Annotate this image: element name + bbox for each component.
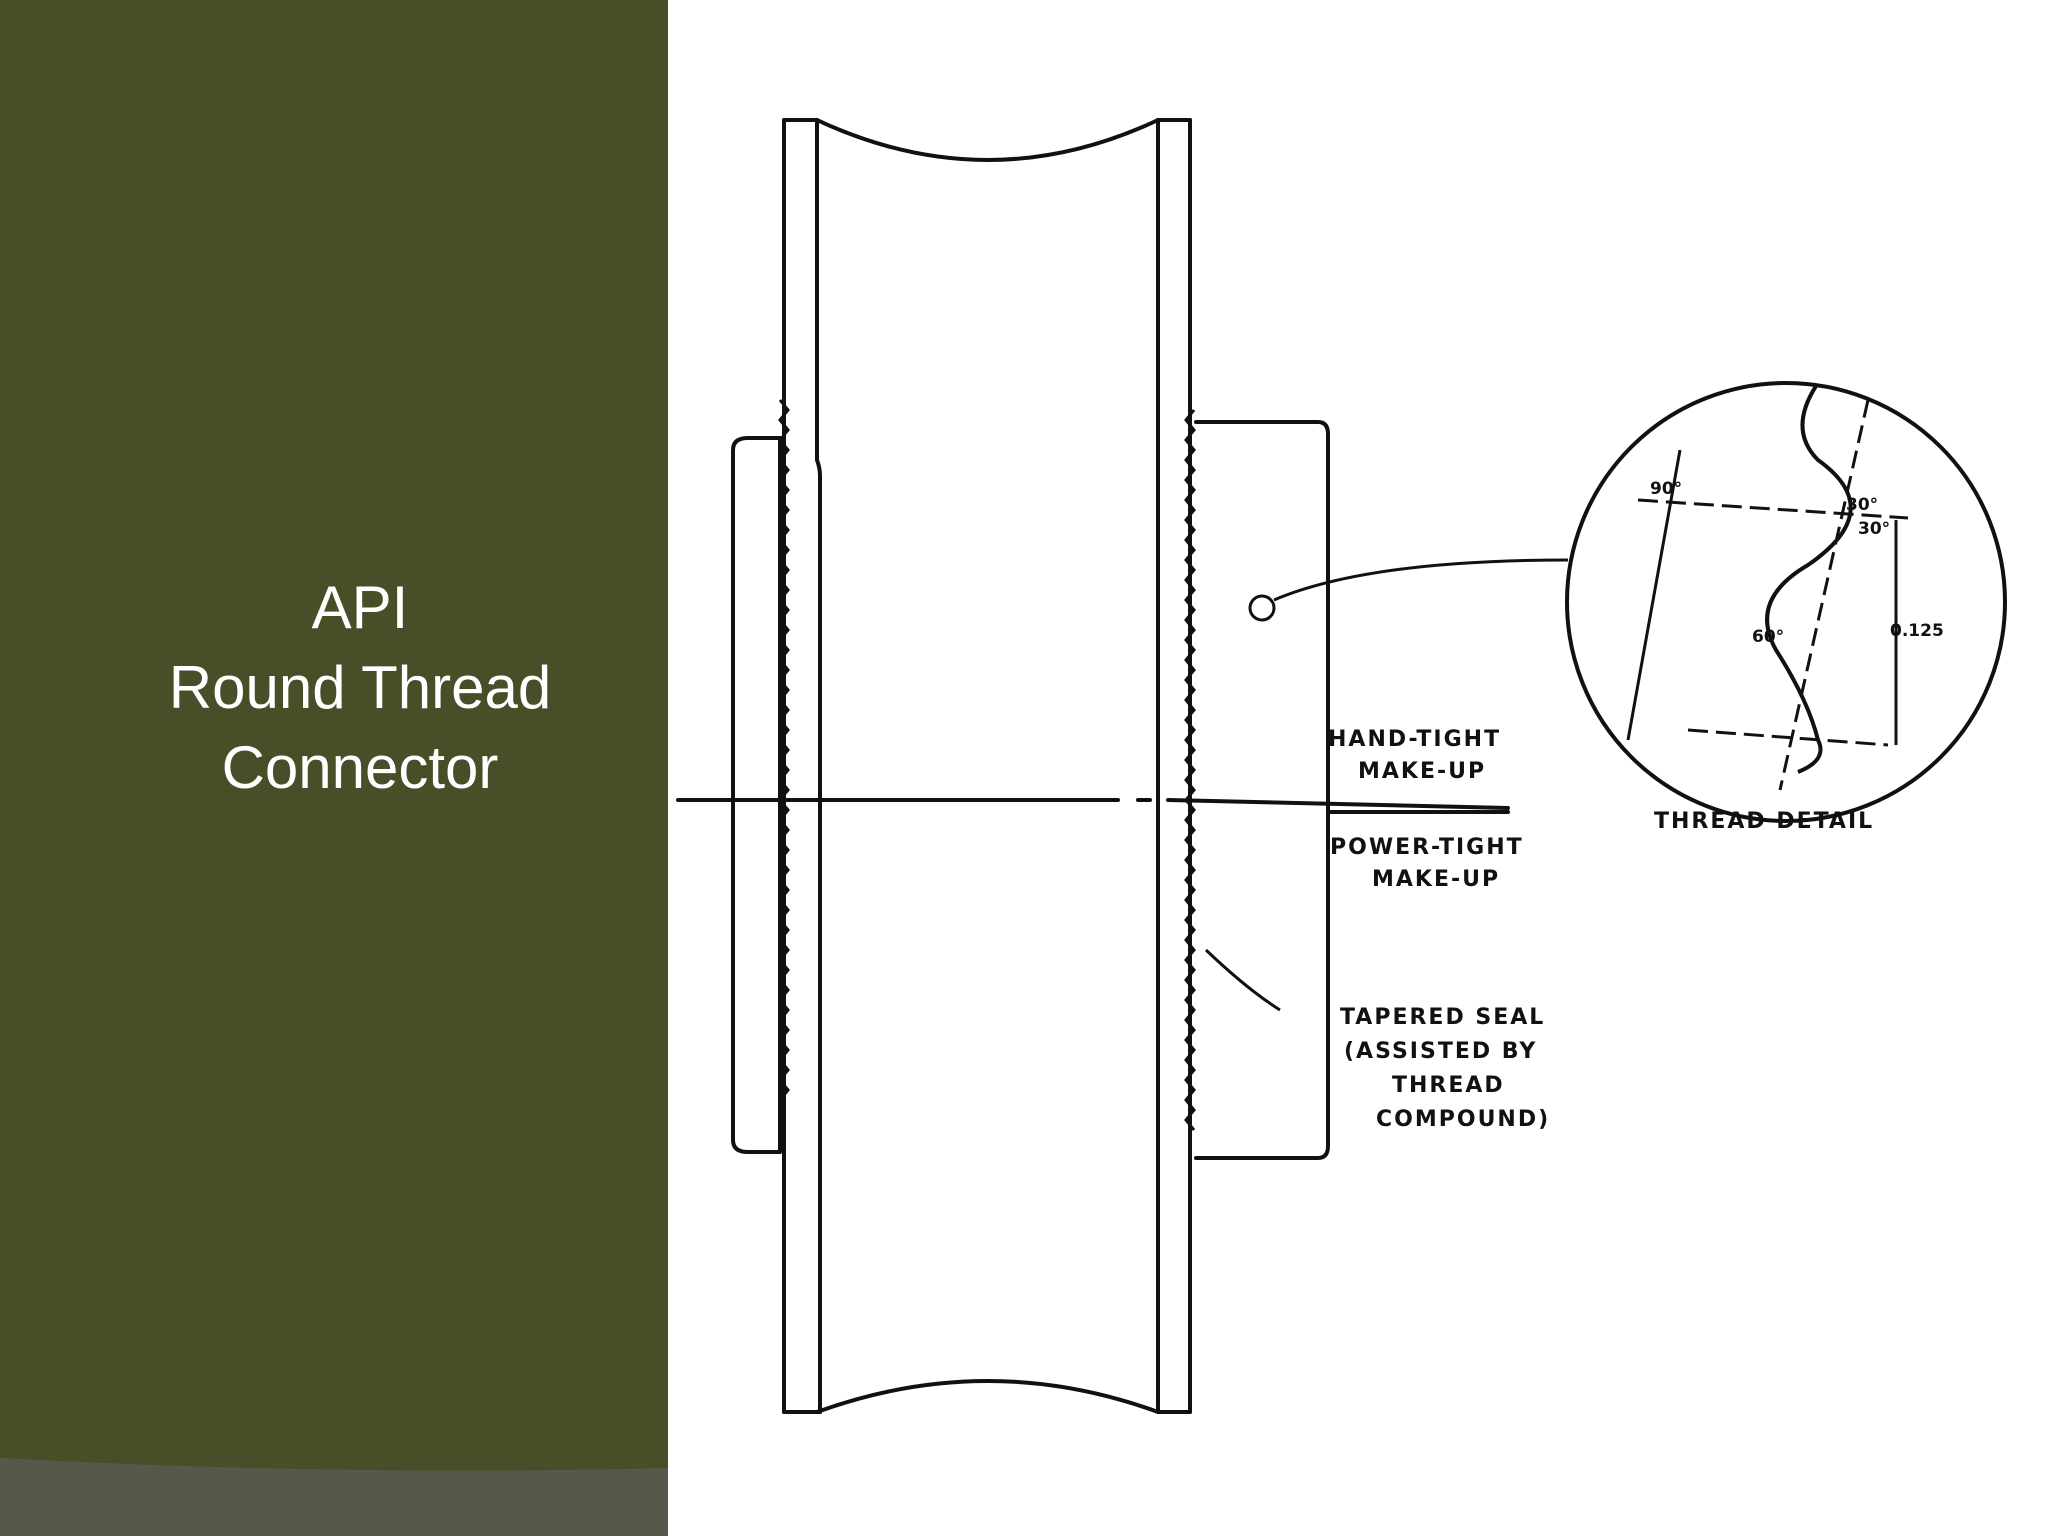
slide-title: API Round Thread Connector	[40, 568, 668, 808]
hand-tight-label-1: HAND-TIGHT	[1328, 727, 1501, 752]
title-panel: API Round Thread Connector	[0, 0, 668, 1536]
tapered-seal-label-4: COMPOUND)	[1376, 1107, 1550, 1132]
detail-angle-30-bottom: 30°	[1858, 519, 1890, 539]
title-line-2: Round Thread	[168, 654, 552, 721]
right-threads	[1184, 409, 1196, 1131]
detail-callout	[1248, 558, 1569, 622]
panel-floor	[0, 1458, 668, 1536]
power-tight-label-2: MAKE-UP	[1372, 867, 1500, 892]
detail-angle-30-top: 30°	[1846, 495, 1878, 515]
right-coupling	[1194, 420, 1330, 1160]
thread-detail-caption: THREAD DETAIL	[1654, 809, 1874, 834]
detail-angle-60: 60°	[1752, 627, 1784, 647]
left-threads	[778, 399, 790, 1101]
tapered-seal-label-2: (ASSISTED BY	[1344, 1039, 1537, 1064]
title-line-1: API	[311, 574, 409, 641]
pipe-body	[782, 118, 1192, 1414]
seal-leader	[1204, 948, 1281, 1012]
detail-dimension: 0.125	[1890, 621, 1944, 641]
title-line-3: Connector	[221, 734, 499, 801]
tapered-seal-label-3: THREAD	[1392, 1073, 1505, 1098]
tapered-seal-label-1: TAPERED SEAL	[1340, 1005, 1545, 1030]
make-up-line	[676, 798, 1510, 810]
left-coupling	[731, 436, 782, 1154]
hand-tight-label-2: MAKE-UP	[1358, 759, 1486, 784]
power-tight-label-1: POWER-TIGHT	[1330, 835, 1524, 860]
connector-diagram: HAND-TIGHT MAKE-UP POWER-TIGHT MAKE-UP T…	[676, 118, 2007, 1414]
thread-detail	[1565, 381, 2007, 823]
detail-angle-90: 90°	[1650, 479, 1682, 499]
